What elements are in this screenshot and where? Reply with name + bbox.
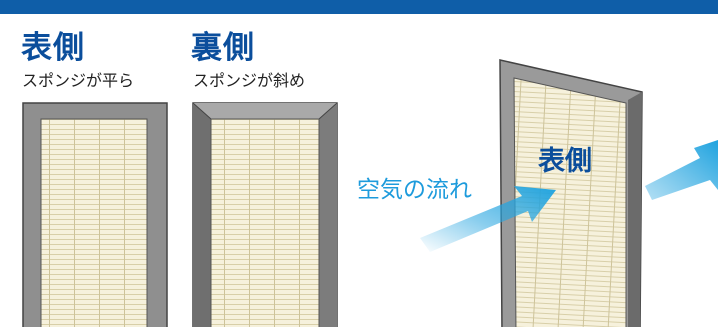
tilted-filter: [499, 59, 643, 327]
front-side-title: 表側: [21, 30, 85, 66]
back-side-title: 裏側: [191, 30, 255, 66]
airflow-label: 空気の流れ: [357, 177, 472, 203]
back-side-description: スポンジが斜め: [193, 71, 306, 90]
back-filter: [192, 102, 338, 327]
front-filter: [22, 102, 168, 327]
tilted-face-label: 表側: [538, 146, 592, 177]
airflow-in-arrow: [420, 186, 556, 252]
airflow-out-arrow: [645, 140, 718, 200]
front-side-description: スポンジが平ら: [22, 71, 135, 90]
header-bar: [0, 0, 718, 14]
